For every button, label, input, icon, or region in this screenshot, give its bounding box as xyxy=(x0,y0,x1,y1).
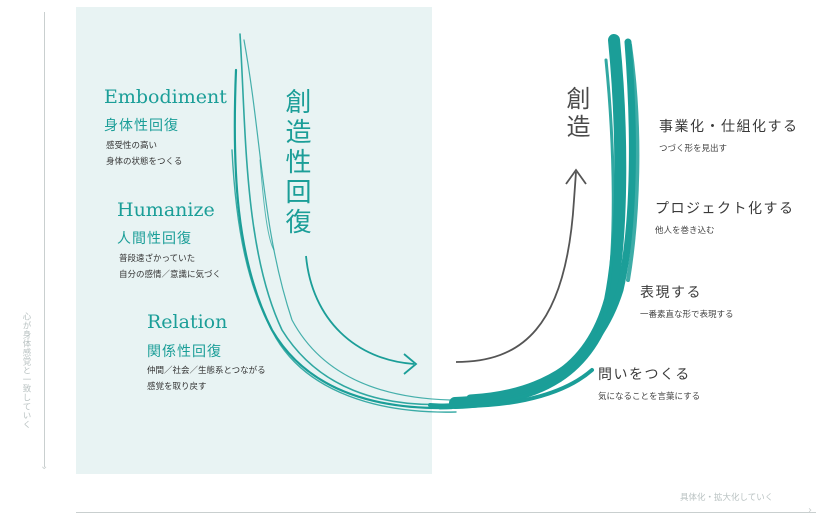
section-jp-title: 人間性回復 xyxy=(117,231,192,247)
recovery-vertical-title: 創造性回復 xyxy=(281,88,311,238)
section-desc-line: 感受性の高い xyxy=(106,141,158,151)
vertical-axis-label: 心が身体感覚と一致していく xyxy=(21,312,31,429)
step-title: プロジェクト化する xyxy=(655,201,795,217)
vertical-axis-line xyxy=(44,12,45,467)
creation-vertical-title: 創造 xyxy=(562,86,590,142)
section-desc-line: 感覚を取り戻す xyxy=(147,382,207,392)
section-jp-title: 関係性回復 xyxy=(147,344,222,360)
section-en-title: Relation xyxy=(147,311,228,333)
section-desc-line: 仲間／社会／生態系とつながる xyxy=(147,366,266,376)
step-desc: 他人を巻き込む xyxy=(655,226,715,236)
grey-arrow-line xyxy=(455,171,577,363)
step-title: 問いをつくる xyxy=(598,367,691,383)
right-arrow-icon: › xyxy=(808,505,812,516)
grey-arrowhead-icon xyxy=(565,168,587,185)
step-desc: つづく形を見出す xyxy=(659,144,728,154)
horizontal-axis-line xyxy=(76,512,816,513)
teal-arrow-line xyxy=(305,255,415,365)
step-title: 事業化・仕組化する xyxy=(659,119,799,135)
teal-arrowhead-icon xyxy=(403,353,418,375)
section-en-title: Embodiment xyxy=(104,86,227,108)
section-jp-title: 身体性回復 xyxy=(104,118,179,134)
step-desc: 気になることを言葉にする xyxy=(598,392,701,402)
section-desc-line: 自分の感情／意識に気づく xyxy=(119,270,222,280)
step-desc: 一番素直な形で表現する xyxy=(640,310,734,320)
horizontal-axis-label: 具体化・拡大化していく xyxy=(680,493,774,503)
down-arrow-icon: ⌄ xyxy=(40,461,49,472)
section-en-title: Humanize xyxy=(117,199,215,221)
section-desc-line: 普段遠ざかっていた xyxy=(119,254,196,264)
section-desc-line: 身体の状態をつくる xyxy=(106,157,183,167)
step-title: 表現する xyxy=(640,285,702,301)
